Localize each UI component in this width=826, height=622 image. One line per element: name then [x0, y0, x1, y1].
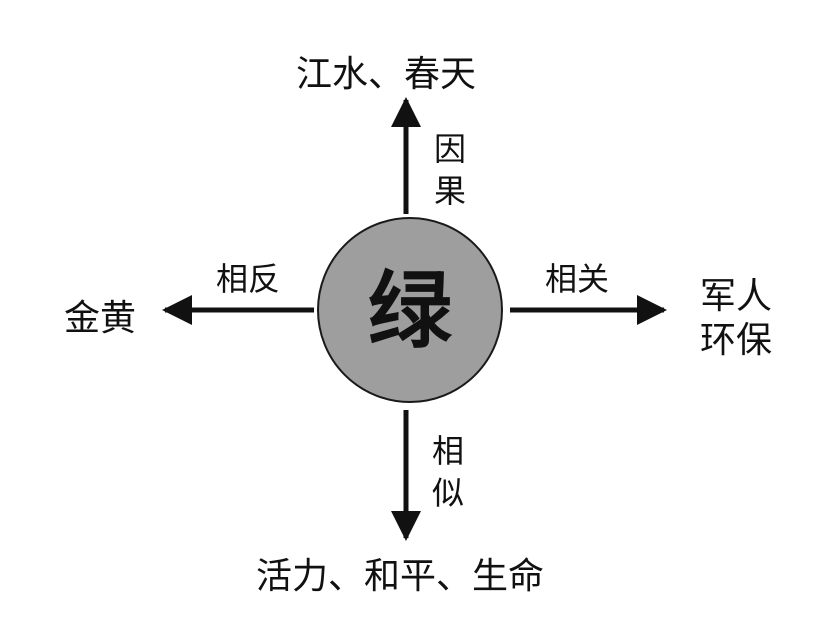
right-relation-label: 相关 — [545, 260, 609, 298]
right-target-line-2: 环保 — [700, 320, 772, 361]
left-target-label: 金黄 — [64, 298, 136, 339]
up-relation-char-1: 因 — [434, 130, 466, 168]
center-node — [317, 217, 503, 403]
center-label: 绿 — [368, 261, 453, 360]
down-target-label: 活力、和平、生命 — [256, 556, 544, 597]
up-relation-char-2: 果 — [434, 172, 466, 210]
up-target-label: 江水、春天 — [296, 54, 476, 95]
down-relation-char-2: 似 — [432, 474, 464, 512]
down-relation-char-1: 相 — [432, 432, 464, 470]
right-target-line-1: 军人 — [700, 276, 772, 317]
left-relation-label: 相反 — [216, 260, 280, 298]
